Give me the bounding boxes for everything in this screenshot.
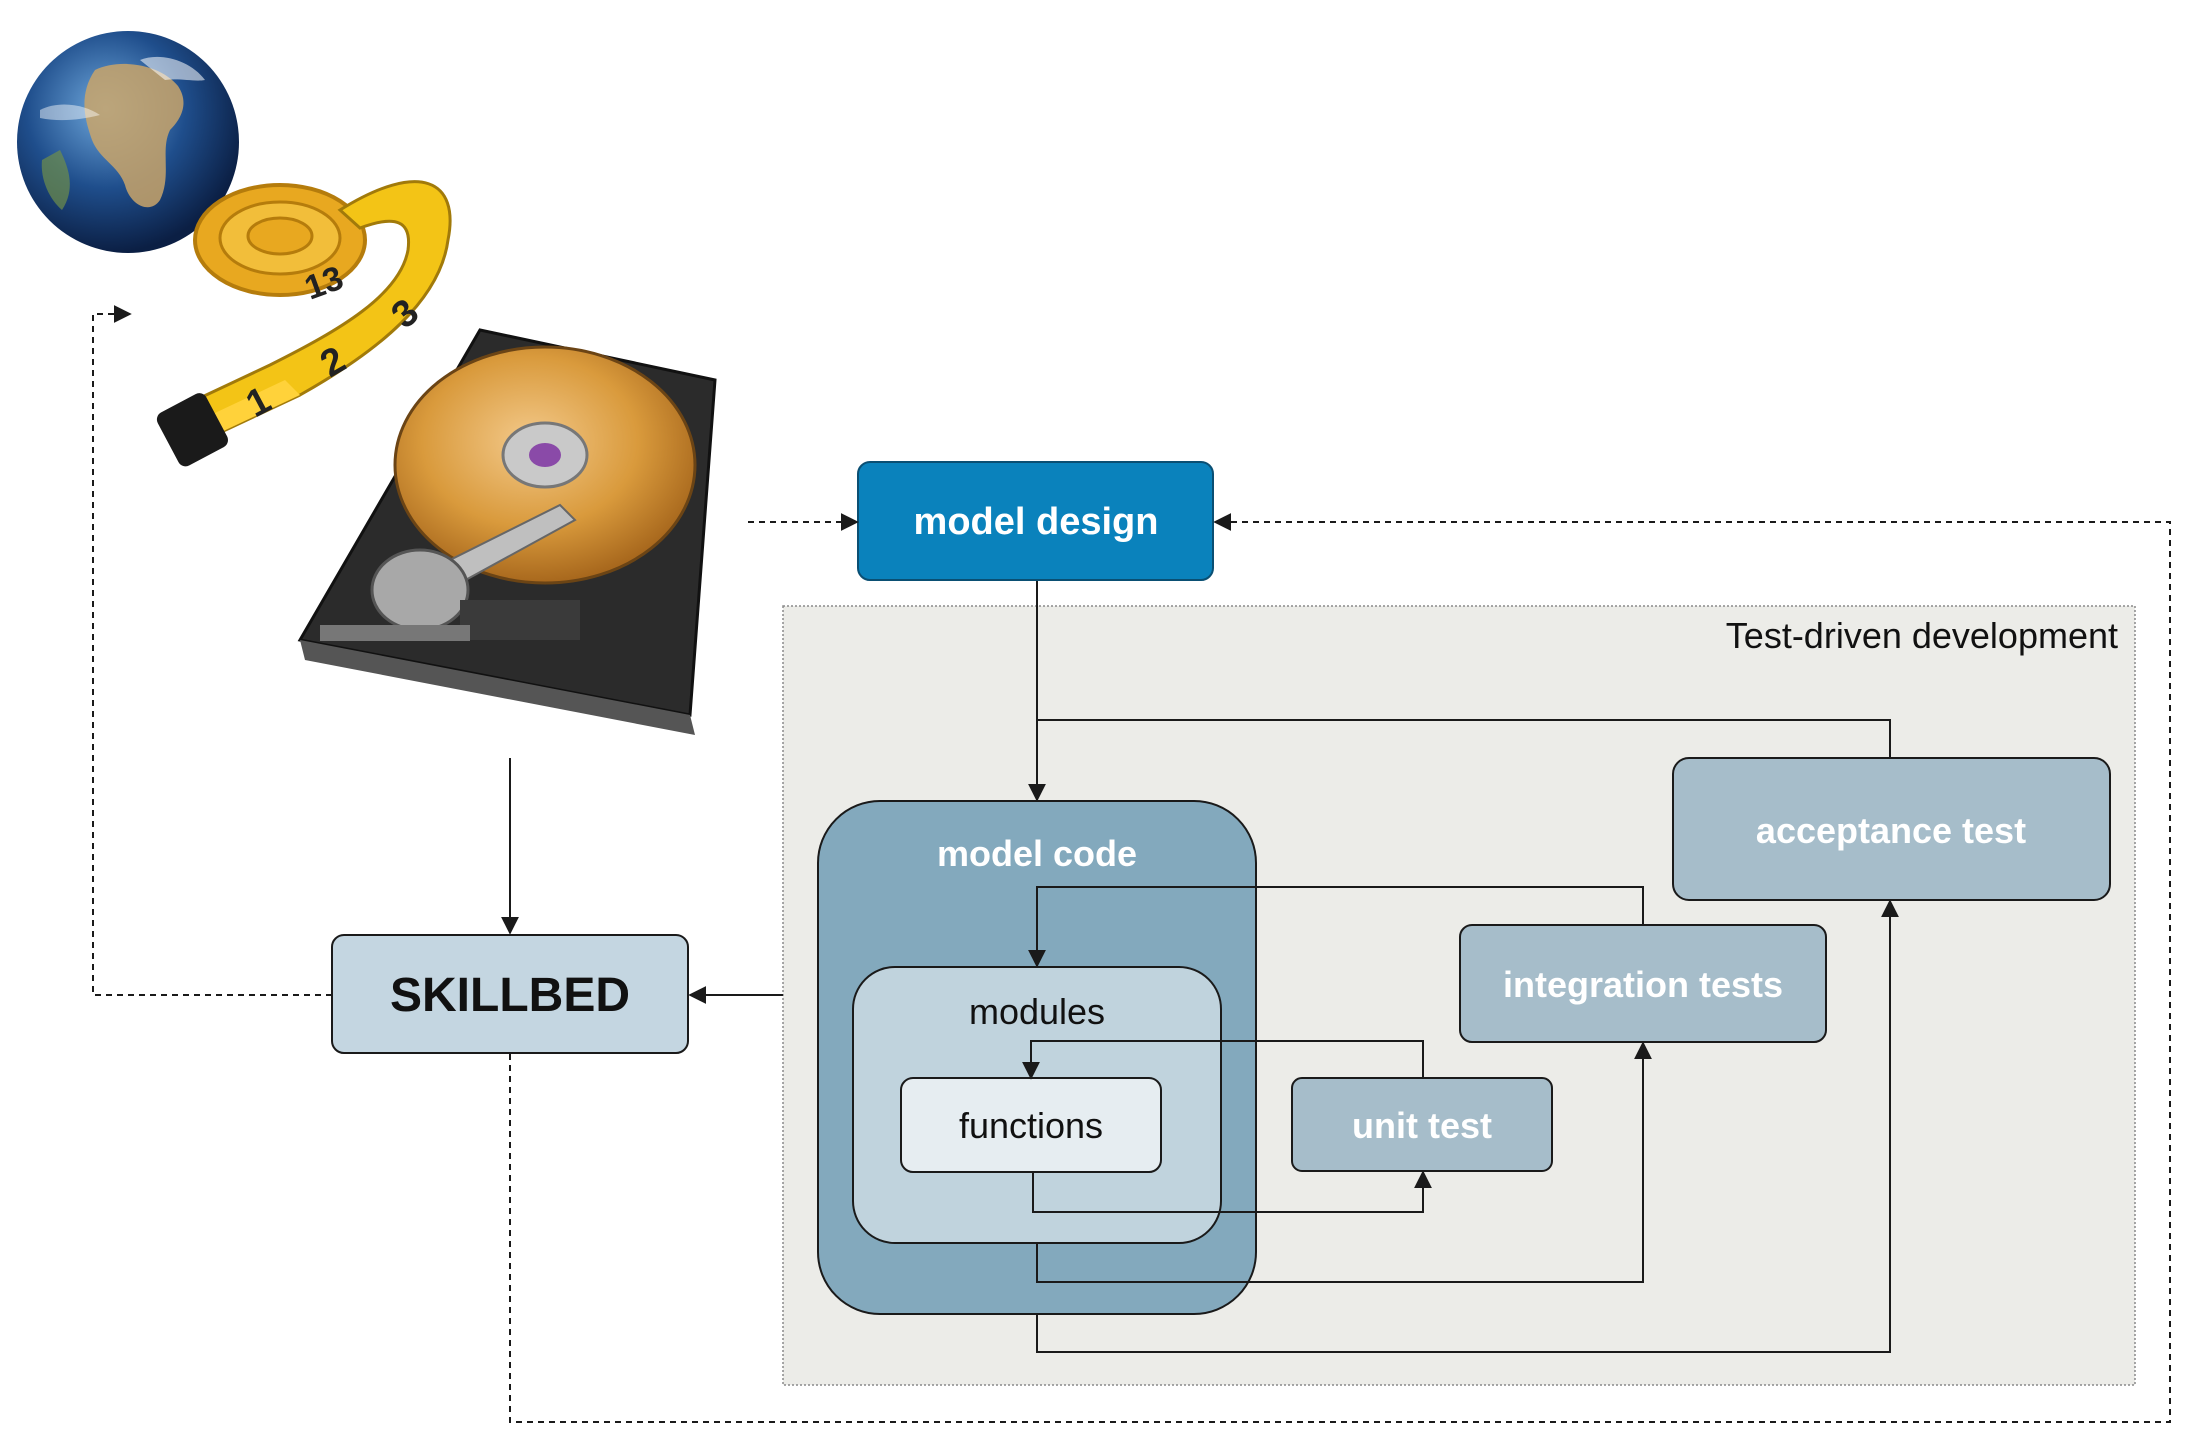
- integration-tests-box: integration tests: [1459, 924, 1827, 1043]
- tdd-panel-title: Test-driven development: [1726, 615, 2118, 656]
- model-code-label: model code: [937, 833, 1137, 874]
- modules-label: modules: [969, 991, 1105, 1032]
- edge-skillbed-to-design: [509, 513, 2171, 1423]
- edge-integration-feedback: [1028, 886, 1644, 968]
- edge-unit-test-feedback: [1022, 1040, 1424, 1080]
- edge-code-to-acceptance: [1036, 899, 1899, 1353]
- acceptance-test-label: acceptance test: [1756, 810, 2026, 851]
- integration-tests-label: integration tests: [1503, 964, 1783, 1005]
- edge-acceptance-feedback: [1037, 719, 1891, 758]
- edge-skillbed-to-world: [92, 305, 332, 996]
- hard-disk-drive-icon: [297, 328, 717, 735]
- unit-test-box: unit test: [1291, 1077, 1553, 1172]
- edge-modules-to-integration: [1036, 1041, 1652, 1283]
- functions-box: functions: [900, 1077, 1162, 1173]
- globe-icon: [17, 31, 239, 253]
- measuring-tape-icon: 2 1 3 13: [156, 180, 452, 467]
- skillbed-label: SKILLBED: [390, 969, 630, 1022]
- acceptance-test-box: acceptance test: [1672, 757, 2111, 901]
- skillbed-box: SKILLBED: [331, 934, 689, 1054]
- model-design-label: model design: [914, 501, 1159, 543]
- unit-test-label: unit test: [1352, 1105, 1492, 1146]
- model-design-box: model design: [857, 461, 1214, 581]
- edge-functions-to-unit-test: [1032, 1170, 1432, 1213]
- functions-label: functions: [959, 1105, 1103, 1146]
